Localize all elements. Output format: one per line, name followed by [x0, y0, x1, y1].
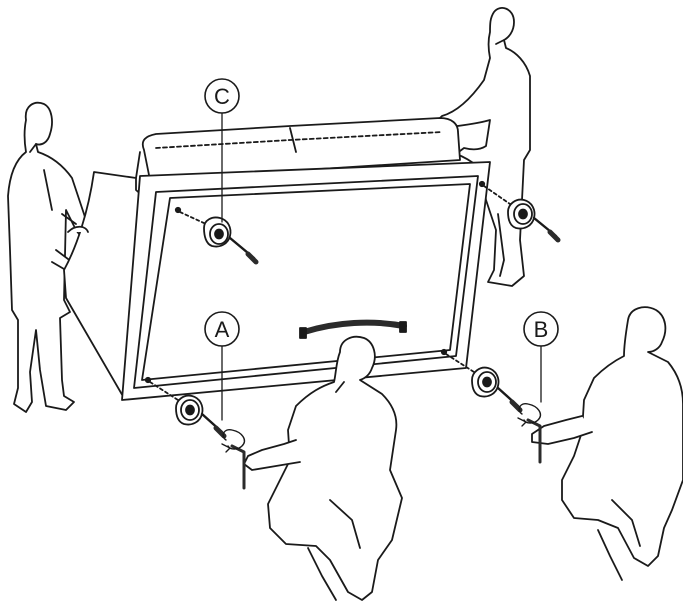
callout-c-label: C	[214, 84, 230, 109]
hex-key-a	[222, 430, 244, 488]
callout-c: C	[205, 79, 239, 113]
callout-a-label: A	[215, 317, 230, 342]
back-panel	[122, 162, 490, 400]
callout-a: A	[205, 312, 239, 346]
callout-b: B	[524, 312, 558, 346]
person-kneeling-right	[532, 307, 683, 580]
callout-b-label: B	[534, 317, 549, 342]
